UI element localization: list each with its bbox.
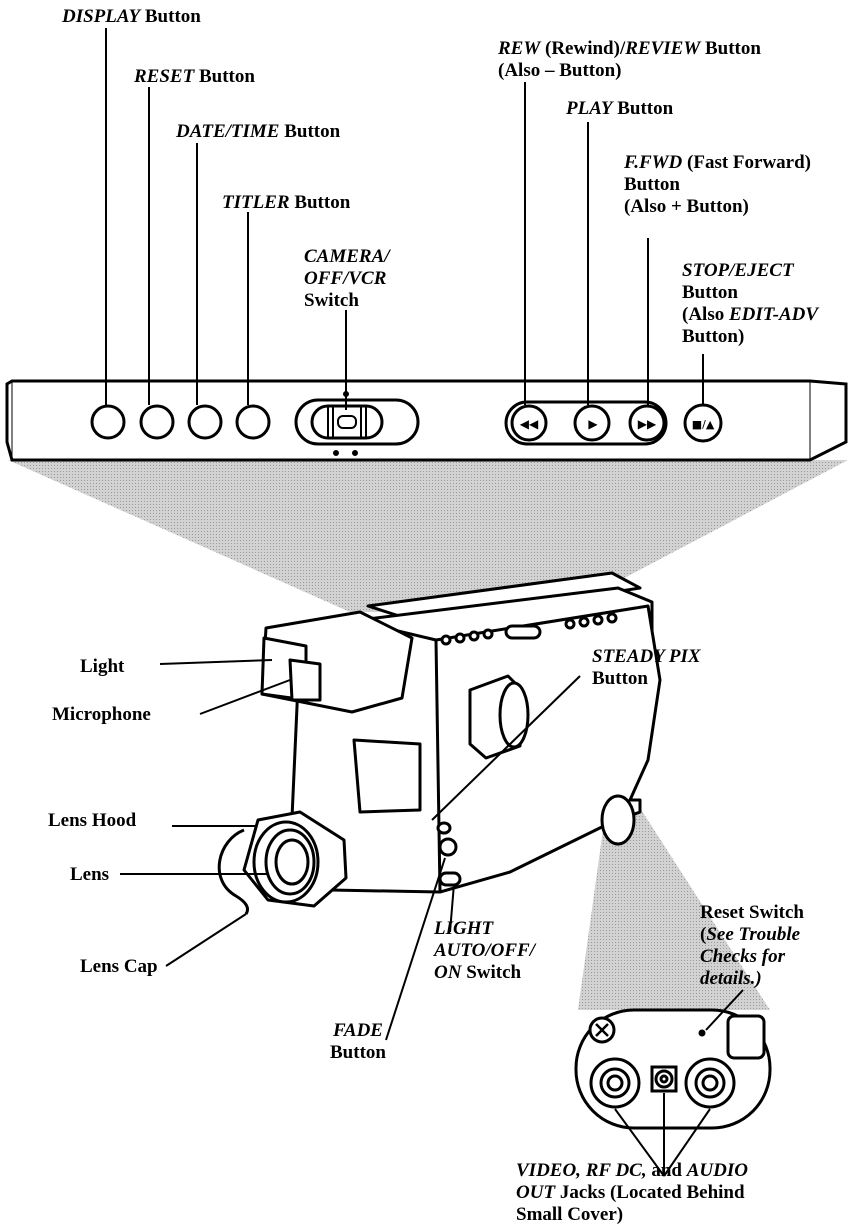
reset-button — [139, 404, 175, 440]
steady-pix-button-label: STEADY PIX Button — [592, 646, 701, 689]
date-time-button-label: DATE/TIME Button — [176, 121, 341, 142]
jack-projection-shade — [578, 808, 770, 1010]
light-switch-label: LIGHT AUTO/OFF/ ON Switch — [434, 918, 536, 983]
panel-round-buttons — [90, 404, 271, 440]
panel-leader-lines — [105, 28, 704, 410]
fade-button-label: FADE Button — [330, 1020, 386, 1063]
play-glyph: ▶ — [588, 417, 598, 431]
rew-button-label: REW (Rewind)/REVIEW Button (Also – Butto… — [498, 38, 761, 81]
lens-cap-label: Lens Cap — [80, 956, 158, 977]
body-leader-lines — [120, 659, 744, 1177]
titler-button-label: TITLER Button — [222, 192, 351, 213]
panel-projection-shade — [8, 460, 848, 612]
rew-glyph: ◀◀ — [520, 417, 539, 431]
stop-eject-button-label: STOP/EJECT Button (Also EDIT-ADV Button) — [682, 260, 819, 347]
lens-hood-label: Lens Hood — [48, 810, 137, 831]
reset-button-label: RESET Button — [134, 66, 255, 87]
titler-button — [235, 404, 271, 440]
display-button-label: DISPLAY Button — [62, 6, 201, 27]
ffwd-button-label: F.FWD (Fast Forward) Button (Also + Butt… — [624, 152, 812, 217]
camera-switch-label: CAMERA/ OFF/VCR Switch — [304, 246, 390, 311]
light-label: Light — [80, 656, 125, 677]
date-time-button — [187, 404, 223, 440]
microphone-label: Microphone — [52, 704, 151, 725]
stop-glyph: ■/▲ — [692, 418, 715, 431]
camcorder-body — [217, 571, 662, 915]
jacks-label: VIDEO, RF DC, and AUDIO OUT Jacks (Locat… — [516, 1160, 748, 1225]
reset-switch-label: Reset Switch (See Trouble Checks for det… — [700, 902, 804, 989]
transport-buttons — [504, 400, 723, 446]
ffwd-glyph: ▶▶ — [638, 417, 657, 431]
transport-glyphs: ◀◀ ▶ ▶▶ ■/▲ — [520, 417, 715, 431]
display-button — [90, 404, 126, 440]
lens-label: Lens — [70, 864, 110, 885]
jack-panel — [574, 1008, 772, 1130]
play-button-label: PLAY Button — [566, 98, 674, 119]
